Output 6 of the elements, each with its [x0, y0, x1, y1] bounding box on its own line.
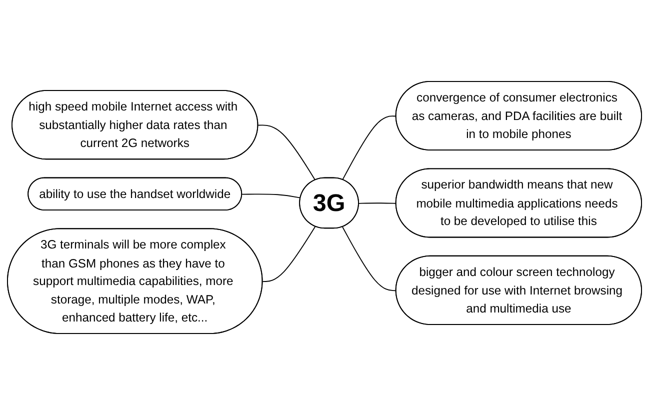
- connector: [242, 194, 302, 198]
- connector: [262, 226, 316, 282]
- connector: [358, 202, 397, 204]
- connector: [258, 124, 316, 181]
- connector: [342, 116, 397, 180]
- connector: [342, 226, 397, 292]
